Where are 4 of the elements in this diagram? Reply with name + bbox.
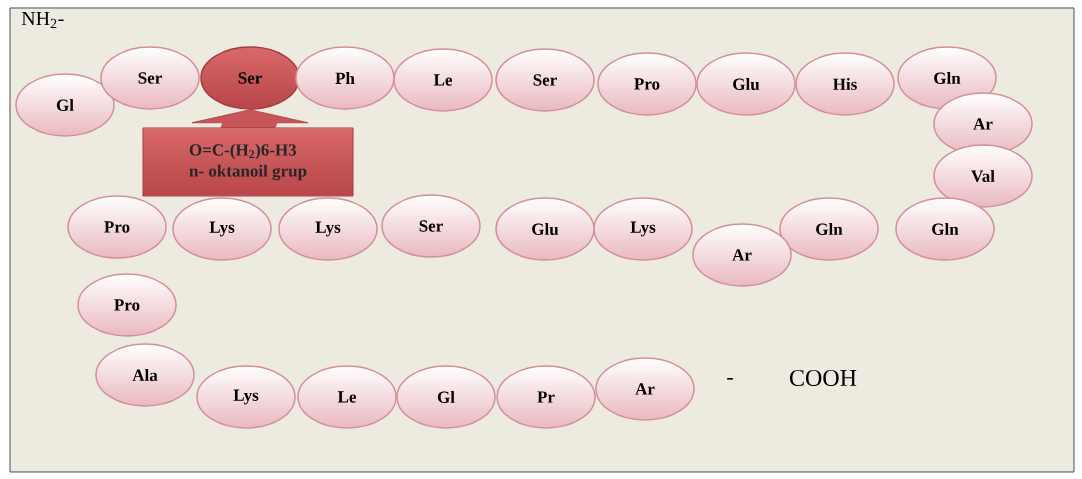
terminal-label: - — [727, 378, 733, 380]
terminal-label: NH$_{2}$- — [21, 11, 64, 29]
terminal-label: COOH — [790, 369, 857, 387]
block-arrow — [191, 109, 309, 128]
